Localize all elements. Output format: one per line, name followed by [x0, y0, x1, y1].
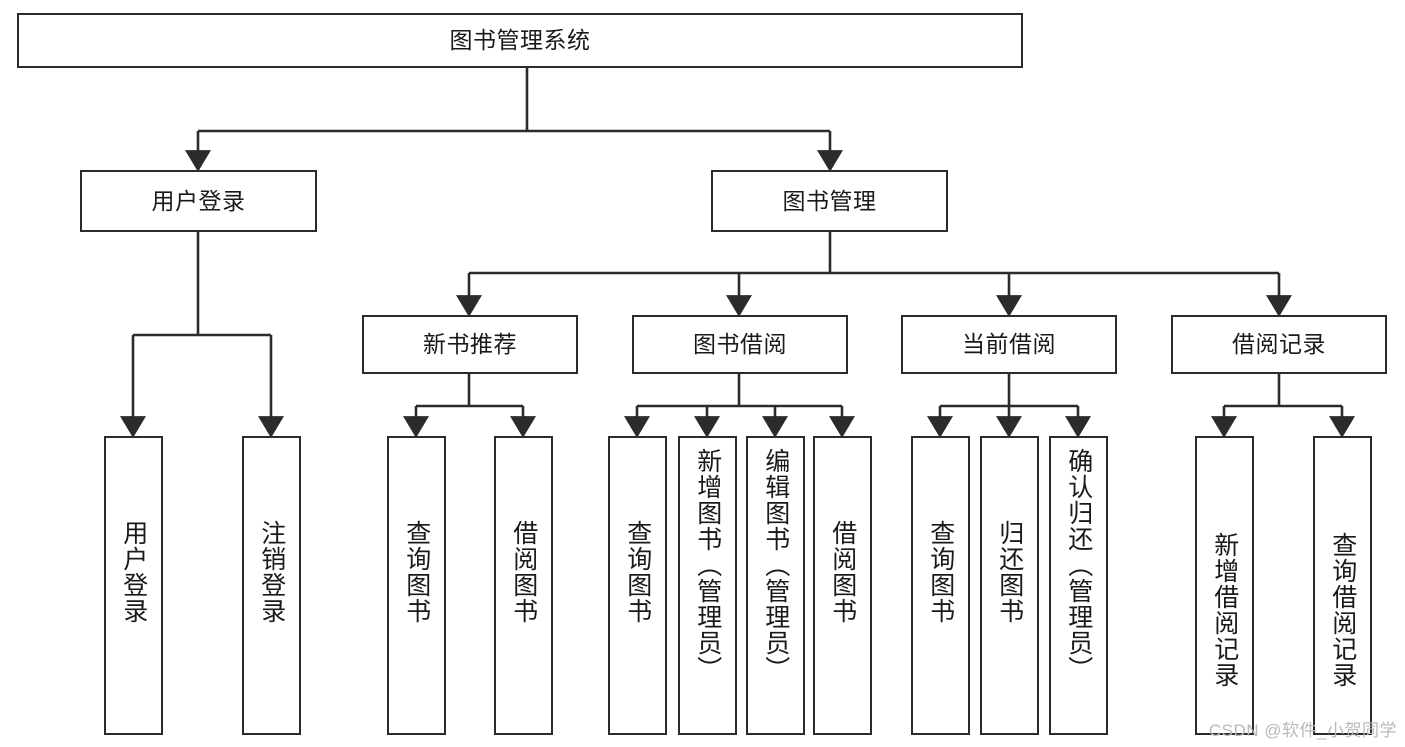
node-root-label: 图书管理系统 — [449, 27, 591, 54]
node-book-manage[interactable]: 图书管理 — [711, 170, 948, 232]
node-new-book-rec[interactable]: 新书推荐 — [362, 315, 578, 374]
node-user-login[interactable]: 用户登录 — [80, 170, 317, 232]
leaf-add-record[interactable]: 新增借阅记录 — [1195, 436, 1254, 735]
leaf-return-book[interactable]: 归还图书 — [980, 436, 1039, 735]
leaf-query-book-3-label: 查询图书 — [926, 520, 955, 624]
leaf-return-book-label: 归还图书 — [995, 520, 1024, 624]
node-borrow-record[interactable]: 借阅记录 — [1171, 315, 1387, 374]
leaf-query-record[interactable]: 查询借阅记录 — [1313, 436, 1372, 735]
node-current-borrow[interactable]: 当前借阅 — [901, 315, 1117, 374]
leaf-query-book-2-label: 查询图书 — [623, 520, 652, 624]
node-new-book-rec-label: 新书推荐 — [423, 331, 517, 358]
node-root[interactable]: 图书管理系统 — [17, 13, 1023, 68]
node-book-borrow[interactable]: 图书借阅 — [632, 315, 848, 374]
leaf-add-book[interactable]: 新增图书（管理员） — [678, 436, 737, 735]
leaf-user-login[interactable]: 用户登录 — [104, 436, 163, 735]
leaf-query-book-1-label: 查询图书 — [402, 520, 431, 624]
leaf-add-record-label: 新增借阅记录 — [1210, 532, 1239, 688]
node-book-borrow-label: 图书借阅 — [693, 331, 787, 358]
leaf-borrow-book-2[interactable]: 借阅图书 — [813, 436, 872, 735]
node-borrow-record-label: 借阅记录 — [1232, 331, 1326, 358]
leaf-confirm-return[interactable]: 确认归还（管理员） — [1049, 436, 1108, 735]
node-book-manage-label: 图书管理 — [782, 187, 877, 214]
leaf-edit-book-label: 编辑图书（管理员） — [761, 448, 790, 682]
leaf-logout[interactable]: 注销登录 — [242, 436, 301, 735]
leaf-confirm-return-label: 确认归还（管理员） — [1064, 448, 1093, 682]
leaf-logout-label: 注销登录 — [257, 520, 286, 624]
leaf-add-book-label: 新增图书（管理员） — [693, 448, 722, 682]
watermark: CSDN @软件_小贺同学 — [1208, 721, 1397, 740]
leaf-edit-book[interactable]: 编辑图书（管理员） — [746, 436, 805, 735]
leaf-query-book-3[interactable]: 查询图书 — [911, 436, 970, 735]
leaf-borrow-book-2-label: 借阅图书 — [828, 520, 857, 624]
leaf-query-record-label: 查询借阅记录 — [1328, 532, 1357, 688]
node-current-borrow-label: 当前借阅 — [962, 331, 1056, 358]
leaf-borrow-book-1[interactable]: 借阅图书 — [494, 436, 553, 735]
leaf-user-login-label: 用户登录 — [119, 520, 148, 624]
leaf-borrow-book-1-label: 借阅图书 — [509, 520, 538, 624]
leaf-query-book-2[interactable]: 查询图书 — [608, 436, 667, 735]
leaf-query-book-1[interactable]: 查询图书 — [387, 436, 446, 735]
node-user-login-label: 用户登录 — [151, 187, 246, 214]
